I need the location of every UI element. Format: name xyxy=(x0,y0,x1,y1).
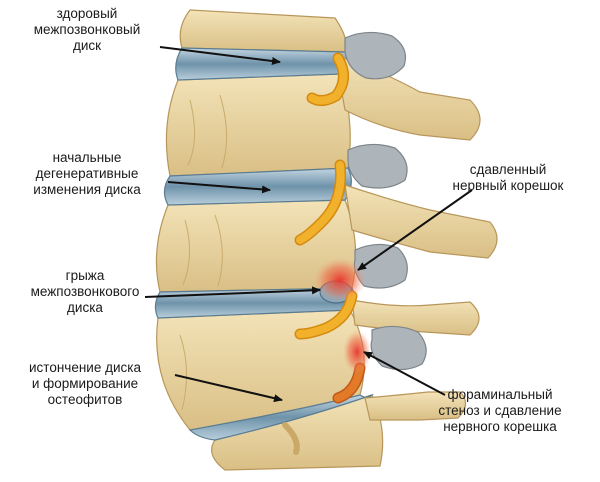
label-healthy-disc: здоровый межпозвонковый диск xyxy=(33,6,141,53)
inflammation-areas xyxy=(314,258,371,374)
pointer-arrows xyxy=(144,46,473,403)
disc-thinned xyxy=(188,393,374,441)
label-early-degeneration: начальные дегенеративные изменения диска xyxy=(33,150,141,197)
arrow-foraminal-stenosis xyxy=(363,351,446,396)
label-thinning-osteophytes: истончение диска и формирование остеофит… xyxy=(29,360,141,407)
label-compressed-root: сдавленный нервный корешок xyxy=(452,162,564,193)
arrow-compressed-root xyxy=(357,189,473,271)
vertebra-2 xyxy=(165,73,351,177)
vertebra-1 xyxy=(179,9,347,53)
arrow-thinning xyxy=(174,374,283,403)
facet-joints xyxy=(344,31,427,371)
osteophytes xyxy=(282,422,300,455)
arrow-early-degeneration xyxy=(167,181,271,194)
arrow-herniation xyxy=(144,286,321,298)
label-herniation: грыжа межпозвонкового диска xyxy=(30,268,140,315)
label-foraminal-stenosis: фораминальный стеноз и сдавление нервног… xyxy=(438,387,562,434)
disc-early-degeneration xyxy=(163,167,352,206)
arrow-healthy-disc xyxy=(159,46,281,65)
